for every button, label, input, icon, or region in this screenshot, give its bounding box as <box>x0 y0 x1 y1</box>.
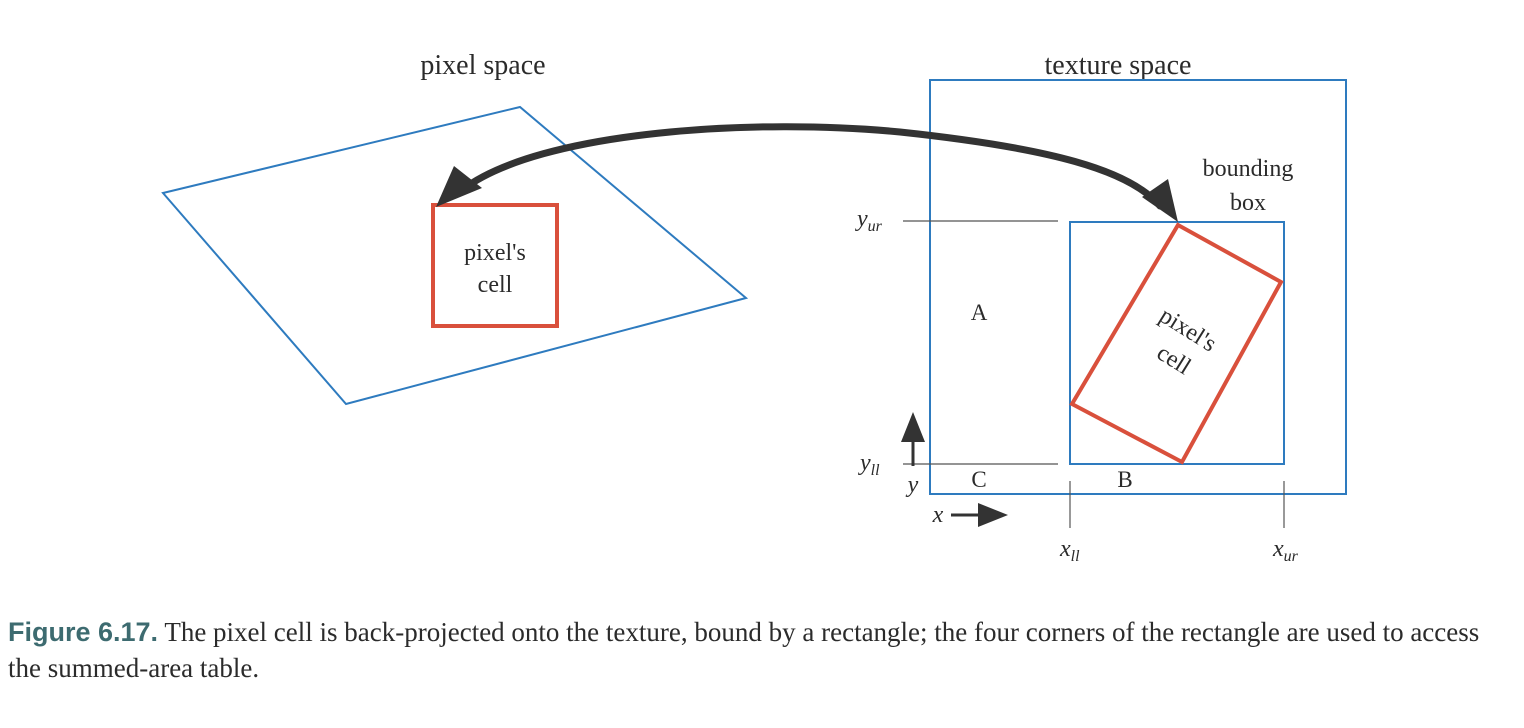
figure-diagram: pixel space pixel's cell texture space b… <box>161 50 1347 565</box>
region-c-label: C <box>971 467 986 492</box>
x-ur-label: xur <box>1272 536 1299 565</box>
arrowhead-left-icon <box>436 166 482 207</box>
pixel-space-quad <box>161 105 749 406</box>
y-axis-label: y <box>906 472 919 498</box>
x-ll-label: xll <box>1059 536 1080 565</box>
y-ur-label: yur <box>855 206 883 235</box>
texture-space-title: texture space <box>1045 50 1192 81</box>
arrowhead-right-icon <box>1142 179 1178 222</box>
pixel-space-title: pixel space <box>420 50 545 81</box>
region-b-label: B <box>1117 467 1132 492</box>
texture-cell-rect <box>1069 222 1284 465</box>
bounding-box-label-line1: bounding <box>1203 156 1294 182</box>
bounding-box-label-line2: box <box>1230 190 1266 216</box>
caption-text: The pixel cell is back-projected onto th… <box>8 617 1480 683</box>
figure-caption: Figure 6.17. The pixel cell is back-proj… <box>8 614 1508 686</box>
region-a-label: A <box>971 300 988 325</box>
bounding-box-rect <box>1069 221 1285 465</box>
pixel-cell-label-line1: pixel's <box>464 240 526 266</box>
pixel-cell-label-line2: cell <box>478 272 513 298</box>
x-axis-label: x <box>932 502 944 528</box>
y-ll-label: yll <box>858 450 880 479</box>
back-projection-arrow <box>458 123 1164 210</box>
pixel-cell-rect <box>431 203 559 328</box>
texture-space-rect <box>929 79 1347 495</box>
caption-label: Figure 6.17. <box>8 617 159 647</box>
